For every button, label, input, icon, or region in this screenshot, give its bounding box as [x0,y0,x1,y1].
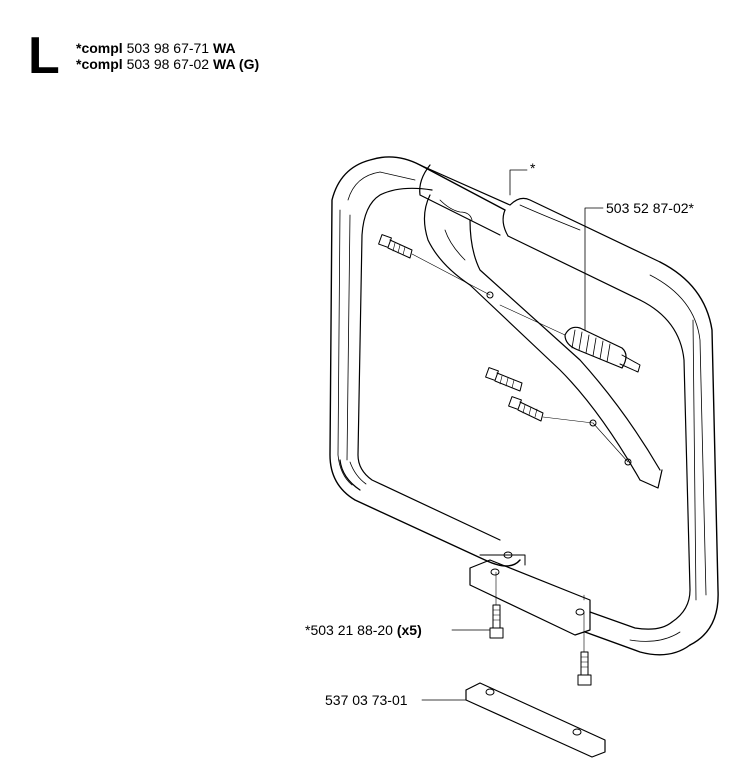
section-letter: L [28,27,60,85]
assembly-line-1-suffix: WA [213,40,236,56]
plate-label: 537 03 73-01 [325,692,408,708]
screw-lower-1 [489,604,504,639]
assembly-line-1-number: 503 98 67-71 [126,40,210,56]
screw-quantity: (x5) [396,622,422,638]
callout-leader-lines [421,169,604,701]
assembly-line-2-suffix: WA (G) [213,56,260,72]
vibration-damper-label: 503 52 87-02* [606,200,694,216]
assembly-line-2-number: 503 98 67-02 [126,56,210,72]
assembly-line-2-prefix: *compl [76,56,123,72]
screw-number: *503 21 88-20 [305,622,393,638]
screw-upper-left [378,234,413,259]
vibration-damper-part [564,326,641,373]
screw-lower-2 [577,651,592,686]
frame-bracket [469,551,591,636]
screw-label: *503 21 88-20 (x5) [305,622,422,638]
reinforcement-plate [465,682,606,758]
screw-middle-1 [485,367,523,392]
grip-marker-label: * [530,160,536,176]
screw-middle-2 [508,396,544,422]
assembly-header: *compl 503 98 67-71 WA *compl 503 98 67-… [76,40,259,72]
assembly-line-2: *compl 503 98 67-02 WA (G) [76,56,259,72]
front-handle-frame [329,156,719,656]
diagonal-support-bar [423,194,663,489]
assembly-guide-lines [411,253,629,653]
assembly-line-1: *compl 503 98 67-71 WA [76,40,259,56]
assembly-line-1-prefix: *compl [76,40,123,56]
